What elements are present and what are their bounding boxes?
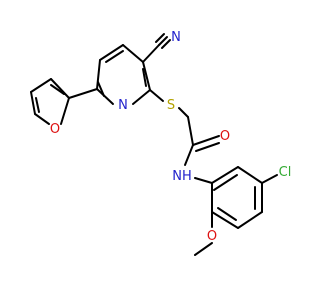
bond-nh-to-ring — [194, 177, 213, 184]
atom-label-methoxy-o: O — [207, 229, 217, 244]
bond-nitrile-triple-a — [158, 36, 168, 46]
bond-co-to-nh — [184, 144, 194, 166]
bond-furan-c4-c5-double — [35, 97, 40, 113]
bond-pyr-c3-c2-double — [142, 68, 147, 87]
bond-nitrile-triple-c — [155, 33, 165, 43]
bond-pyr-c3-c2 — [142, 61, 151, 91]
atom-label-carbonyl-o: O — [220, 129, 230, 144]
bond-carbonyl-double — [195, 142, 220, 152]
bond-s-to-ch2 — [178, 107, 189, 118]
bond-pyr-c5-c4 — [99, 44, 124, 61]
bond-methoxy-o-ch3 — [194, 242, 213, 256]
atom-label-amide-nh: NH — [172, 169, 192, 184]
atom-label-nitrile-n: N — [171, 30, 181, 45]
bond-ring-c3-c2 — [211, 211, 239, 229]
chemical-structure-canvas: N N O S O NH Cl O — [30, 30, 291, 256]
molecule-drawing: N N O S O NH Cl O — [30, 30, 291, 256]
bond-ring-c1-c6-double — [213, 174, 238, 191]
atom-label-chlorine: Cl — [279, 165, 292, 180]
bond-pyr-n-c6 — [96, 88, 114, 105]
bond-furan-c2-c3-double — [50, 84, 65, 95]
bond-furan-c2-c3 — [50, 78, 70, 99]
bond-furan-c3-c4 — [30, 78, 52, 93]
atom-label-furan-o: O — [50, 122, 60, 137]
bond-ring-c4-c3 — [237, 211, 263, 229]
atom-label-sulfur: S — [167, 98, 175, 113]
bond-carbonyl — [192, 135, 220, 146]
bond-c2-to-s — [149, 89, 164, 102]
bond-furan-c4-c5 — [30, 91, 36, 115]
bond-ch2-to-co — [187, 116, 194, 146]
bond-pyr-c5-c4-double — [105, 50, 124, 63]
atom-label-pyridine-n: N — [118, 98, 128, 113]
bond-pyr-c4-c3 — [122, 44, 144, 63]
bond-pyr-c6-c5 — [96, 59, 101, 90]
bond-furan-o-c2 — [60, 97, 70, 125]
bond-ring-c1-c6 — [211, 166, 239, 184]
bond-ring-c6-c5 — [237, 166, 263, 184]
bond-pyr-c2-n — [132, 89, 151, 105]
bond-skeleton — [30, 33, 278, 256]
bond-pyr-n-c6-double — [97, 81, 105, 97]
bond-ring-c3-c2-double — [217, 207, 237, 221]
bond-c-to-cn — [142, 44, 160, 63]
bond-pyr-to-furan — [68, 88, 98, 99]
bond-furan-c5-o — [34, 113, 50, 125]
atom-labels: N N O S O NH Cl O — [50, 30, 291, 244]
bond-ring-to-cl — [261, 174, 278, 184]
bond-nitrile-triple-b — [161, 39, 171, 49]
